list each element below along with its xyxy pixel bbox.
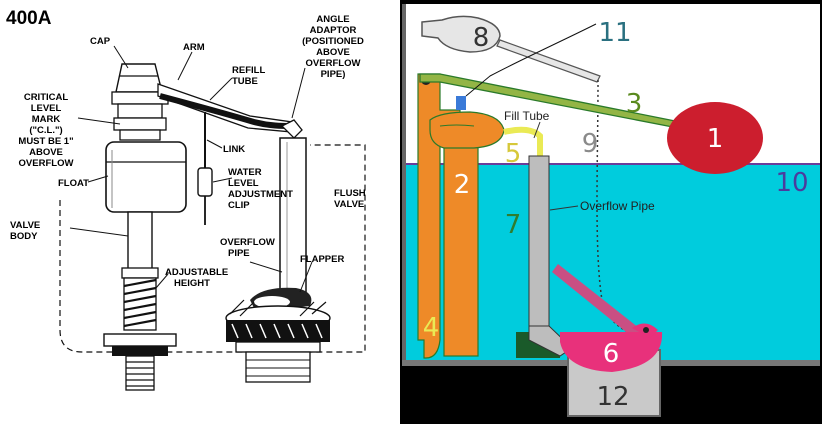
svg-text:REFILL: REFILL [232, 65, 265, 76]
annotation-fill-tube: Fill Tube [504, 109, 550, 123]
label-arm: ARM [183, 42, 205, 53]
svg-text:ADJUSTABLE: ADJUSTABLE [165, 267, 228, 278]
svg-text:PIPE): PIPE) [321, 69, 346, 80]
svg-text:ABOVE: ABOVE [316, 47, 350, 58]
svg-text:FLUSH: FLUSH [334, 188, 366, 199]
label-refill-tube: REFILL TUBE [232, 65, 265, 87]
svg-text:VALVE: VALVE [334, 199, 364, 210]
svg-text:MARK: MARK [32, 114, 61, 125]
overflow-pipe [279, 137, 307, 301]
label-angle-adaptor: ANGLE ADAPTOR (POSITIONED ABOVE OVERFLOW… [302, 14, 364, 80]
svg-text:OVERFLOW: OVERFLOW [220, 237, 275, 248]
number-10: 10 [775, 168, 808, 198]
svg-text:OVERFLOW: OVERFLOW [306, 58, 361, 69]
svg-text:WATER: WATER [228, 167, 262, 178]
model-title: 400A [6, 8, 52, 29]
svg-text:TUBE: TUBE [232, 76, 258, 87]
svg-text:PIPE: PIPE [228, 248, 250, 259]
angle-adaptor [280, 119, 303, 139]
label-critical-level: CRITICAL LEVEL MARK ("C.L.") MUST BE 1" … [18, 92, 73, 169]
label-flapper: FLAPPER [300, 254, 344, 265]
number-12: 12 [596, 382, 629, 412]
valve-body-shaft [127, 211, 153, 273]
handle-arm [496, 39, 601, 83]
annotation-overflow-pipe: Overflow Pipe [580, 199, 655, 213]
svg-text:(POSITIONED: (POSITIONED [302, 36, 364, 47]
number-9: 9 [582, 129, 599, 159]
leader-fill-tube [533, 121, 541, 139]
flush-handle [421, 15, 501, 53]
svg-text:ANGLE: ANGLE [316, 14, 349, 25]
flapper-arm [552, 264, 644, 340]
label-valve-body: VALVE BODY [10, 220, 40, 242]
fill-valve-schematic: 400A [6, 8, 366, 391]
svg-text:ADJUSTMENT: ADJUSTMENT [228, 189, 293, 200]
number-8: 8 [473, 23, 490, 53]
number-5: 5 [505, 139, 522, 169]
lift-chain [596, 79, 629, 333]
number-4: 4 [423, 313, 440, 343]
number-11: 11 [598, 18, 631, 48]
tank-cutaway: 1 2 3 4 5 6 7 8 9 10 11 12 Fill Tube Ove… [400, 0, 822, 424]
svg-text:MUST BE 1": MUST BE 1" [18, 136, 73, 147]
svg-text:HEIGHT: HEIGHT [174, 278, 210, 289]
leader-11 [465, 23, 597, 97]
svg-text:CLIP: CLIP [228, 200, 250, 211]
label-water-level-clip: WATER LEVEL ADJUSTMENT CLIP [228, 167, 293, 211]
base-washer [112, 346, 168, 356]
flapper-seal [560, 332, 663, 372]
adjustable-threads [123, 277, 157, 331]
fill-tube [503, 126, 543, 156]
base-nut [103, 333, 177, 347]
refill-fitting [456, 96, 466, 110]
number-3: 3 [626, 89, 643, 119]
tank-left-wall [402, 4, 406, 364]
svg-text:CRITICAL: CRITICAL [24, 92, 69, 103]
float-ball [667, 102, 763, 174]
label-flush-valve: FLUSH VALVE [334, 188, 366, 210]
svg-text:LEVEL: LEVEL [31, 103, 62, 114]
svg-text:("C.L."): ("C.L.") [29, 125, 62, 136]
fill-valve [417, 73, 505, 359]
svg-text:ADAPTOR: ADAPTOR [310, 25, 357, 36]
label-cap: CAP [90, 36, 111, 47]
label-overflow-pipe: OVERFLOW PIPE [220, 237, 275, 259]
flush-valve-body [225, 299, 331, 383]
threaded-shank [125, 355, 155, 391]
svg-text:LEVEL: LEVEL [228, 178, 259, 189]
label-link: LINK [223, 144, 245, 155]
number-2: 2 [454, 170, 471, 200]
label-float: FLOAT [58, 178, 89, 189]
overflow-pipe-grey [528, 155, 550, 341]
label-adjustable-height: ADJUSTABLE HEIGHT [165, 267, 228, 289]
svg-text:OVERFLOW: OVERFLOW [19, 158, 74, 169]
number-1: 1 [707, 124, 724, 154]
water-level-clip [197, 167, 213, 197]
valve-cap [115, 63, 163, 93]
svg-text:VALVE: VALVE [10, 220, 40, 231]
svg-text:BODY: BODY [10, 231, 38, 242]
svg-text:ABOVE: ABOVE [29, 147, 63, 158]
leader-overflow-pipe [549, 205, 579, 211]
number-6: 6 [603, 339, 620, 369]
float [105, 141, 187, 213]
number-7: 7 [505, 210, 522, 240]
